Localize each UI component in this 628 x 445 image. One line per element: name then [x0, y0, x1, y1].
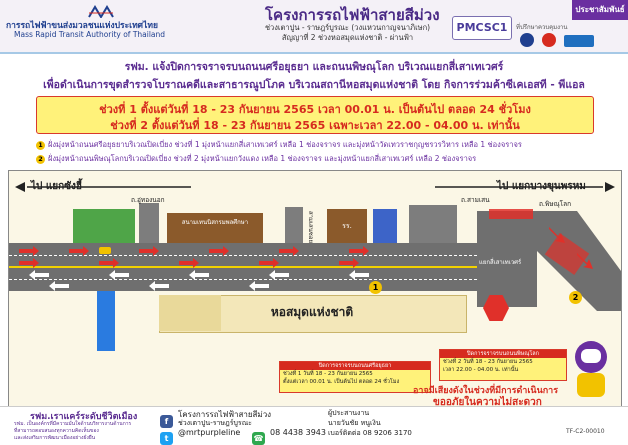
footer-slogan-sub-1: รฟม. เป็นองค์กรที่มีความมั่นใจด้านบริหาร… [14, 421, 132, 427]
car-icon [99, 247, 111, 254]
footer-slogan-sub-2: ที่สามารถตอบสนองทุกความคิดเห็นของ [14, 428, 99, 434]
mrta-logo-icon [88, 5, 114, 18]
blue-pillar [97, 291, 115, 351]
notice-line-2: เพื่อดำเนินการขุดสำรวจโบราณคดีและสาธารณู… [43, 79, 585, 91]
closure-box-1: ปิดการจราจรบนถนนศรีอยุธยา ช่วงที่ 1 วันท… [279, 361, 431, 393]
lane-divider [9, 255, 477, 256]
partner-logo-icon [542, 33, 557, 47]
twitter-icon: t [160, 432, 173, 445]
soi-uthong-label: ถ.อู่ทองนอก [131, 196, 165, 204]
phisanulok-label: ถ.พิษณุโลก [539, 200, 572, 208]
intersection-area [477, 211, 537, 307]
schedule-row-1: ช่วงที่ 1 ตั้งแต่วันที่ 18 - 23 กันยายน … [99, 103, 531, 116]
library-label: หอสมุดแห่งชาติ [270, 305, 354, 319]
footer-slogan-sub-3: และส่งเสริมการพัฒนาเมืองอย่างยั่งยืน [14, 435, 96, 441]
notice-line-1: รฟม. แจ้งปิดการจราจรบนถนนศรีอยุธยา และถน… [124, 61, 504, 73]
project-title: โครงการรถไฟฟ้าสายสีม่วง [265, 6, 440, 24]
coordinator-phone: เบอร์ติดต่อ 08 9206 3170 [328, 429, 412, 437]
facebook-name: โครงการรถไฟฟ้าสายสีม่วง [178, 410, 272, 419]
closure-box-1-line-2: ตั้งแต่เวลา 00.01 น. เป็นต้นไป ตลอด 24 ช… [283, 379, 400, 385]
schedule-box: ช่วงที่ 1 ตั้งแต่วันที่ 18 - 23 กันยายน … [36, 96, 594, 134]
side-road [139, 203, 159, 243]
footer-slogan: รฟม.เราแคร์ระดับชีวิตเมือง [30, 412, 138, 422]
traffic-map: ไป แยกซังฮี้ ไป แยกบางขุนพรหม ถ.อู่ทองนอ… [8, 170, 622, 408]
samsen-label: ถ.สามเสน [461, 196, 490, 204]
facebook-link[interactable]: f [160, 409, 173, 428]
bullet-number: 1 [36, 141, 45, 150]
blue-block [373, 209, 397, 243]
coordinator-name: นายวันชัย หนูเงิน [328, 419, 381, 427]
intersection-label: แยกสี่เสาเทเวศร์ [479, 259, 522, 266]
construction-zone-icon [483, 295, 509, 321]
facebook-sub: ช่วงเตาปูน-ราษฎร์บูรณะ [178, 419, 252, 427]
bullet-text: ฝั่งมุ่งหน้าถนนพิษณุโลกบริเวณปิดเบี่ยง ช… [48, 154, 477, 163]
contract-subtitle: สัญญาที่ 2 ช่วงหอสมุดแห่งชาติ - ผ่านฟ้า [281, 33, 414, 42]
map-marker-2: 2 [569, 291, 582, 304]
right-arrow-icon [435, 182, 615, 192]
closure-barrier [489, 209, 533, 219]
bullet-number: 2 [36, 155, 45, 164]
partner-logos [520, 32, 595, 51]
facebook-icon: f [160, 415, 173, 428]
coordinator-label: ผู้ประสานงาน [328, 409, 370, 417]
mrta-name-en: Mass Rapid Transit Authority of Thailand [14, 30, 166, 39]
closure-box-1-line-1: ช่วงที่ 1 วันที่ 18 - 23 กันยายน 2565 [283, 371, 373, 377]
closure-box-2-line-1: ช่วงที่ 2 วันที่ 18 - 23 กันยายน 2565 [443, 359, 533, 365]
twitter-handle: @mrtpurpleline [178, 428, 241, 437]
traffic-arrows [19, 246, 369, 291]
green-park-block [73, 209, 135, 243]
bullet-text: ฝั่งมุ่งหน้าถนนศรีอยุธยาบริเวณปิดเบี่ยง … [48, 140, 522, 149]
sports-building [167, 213, 263, 243]
project-subtitle: ช่วงเตาปูน - ราษฎร์บูรณะ (วงแหวนกาญจนาภิ… [264, 23, 431, 32]
samsen-12-label: สามเสนซอย 12 [307, 211, 314, 253]
apology-line-2: ขออภัยในความไม่สะดวก [433, 397, 542, 408]
footer [0, 406, 628, 442]
left-arrow-icon [15, 182, 191, 192]
phone-number: 08 4438 3943 [270, 428, 326, 437]
library-annex [159, 295, 221, 331]
lane-divider [9, 279, 477, 280]
map-marker-1: 1 [369, 281, 382, 294]
partner-label: ที่ปรึกษาควบคุมงาน [516, 24, 568, 31]
partner-logo-icon [564, 35, 595, 47]
closure-box-1-title: ปิดการจราจรบนถนนศรีอยุธยา [280, 362, 430, 370]
closure-box-2-line-2: เวลา 22.00 - 04.00 น. เท่านั้น [443, 367, 519, 373]
document-code: TF-C2-00010 [566, 428, 605, 435]
schedule-row-2: ช่วงที่ 2 ตั้งแต่วันที่ 18 - 23 กันยายน … [110, 119, 520, 132]
school-building [327, 209, 367, 243]
closure-box-2-title: ปิดการจราจรบนถนนพิษณุโลก [440, 350, 566, 358]
samsen-12-road [285, 207, 303, 243]
closure-box-2: ปิดการจราจรบนถนนพิษณุโลก ช่วงที่ 2 วันที… [439, 349, 567, 381]
announcement-ribbon: ประชาสัมพันธ์ [572, 0, 628, 20]
school-label: รร. [342, 222, 352, 230]
center-line [9, 266, 477, 268]
phone-link[interactable]: ☎ [252, 426, 265, 445]
twitter-link[interactable]: t [160, 426, 173, 445]
partner-logo-icon [520, 33, 534, 47]
mascot-icon [569, 341, 613, 401]
samsen-road [409, 205, 457, 243]
apology-line-1: อาจมีเสียงดังในช่วงที่มีการดำเนินการ [413, 386, 559, 396]
phone-icon: ☎ [252, 432, 265, 445]
mrta-name-th: การรถไฟฟ้าขนส่งมวลชนแห่งประเทศไทย [6, 21, 158, 31]
pmcsc-logo: PMCSC1 [452, 16, 512, 40]
sports-center-label: สนามเทนนิสกรมพลศึกษา [181, 219, 249, 226]
